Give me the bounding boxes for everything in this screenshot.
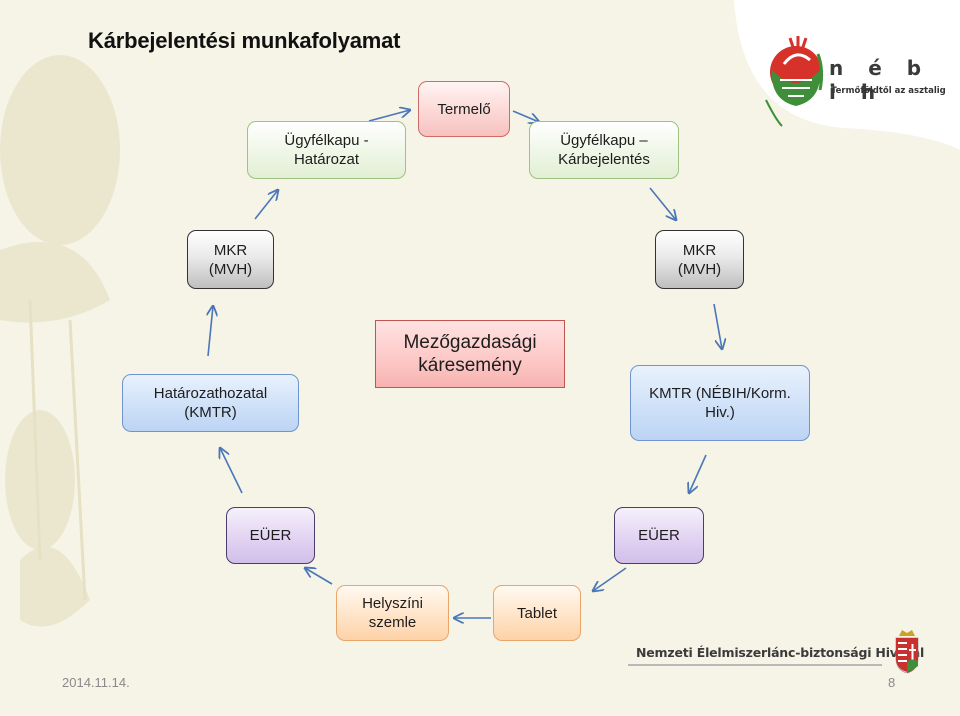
- node-label: Helyszíni: [362, 595, 423, 612]
- node-label: MKR: [682, 241, 717, 259]
- footer-divider: [628, 664, 882, 666]
- node-label: (MVH): [677, 260, 722, 278]
- logo-tagline: Termőföldtől az asztalig: [831, 86, 946, 96]
- node-label: Hiv.): [705, 404, 735, 421]
- node-ugyfelkapu-karbejelentes: Ügyfélkapu – Kárbejelentés: [529, 121, 679, 179]
- node-label: (MVH): [208, 260, 253, 278]
- node-label: Határozathozatal: [153, 385, 268, 402]
- node-euer-left: EÜER: [226, 507, 315, 564]
- logo-wordmark: n é b i h: [829, 56, 931, 104]
- arrow-mkr-to-kmtr: [713, 303, 722, 349]
- node-label: káresemény: [418, 355, 522, 376]
- node-mkr-right: MKR (MVH): [655, 230, 744, 289]
- node-label: EÜER: [638, 527, 680, 544]
- arrow-ugyfelkapu-to-mkr: [649, 187, 676, 220]
- footer-date: 2014.11.14.: [62, 675, 130, 690]
- node-helyszini-szemle: Helyszíni szemle: [336, 585, 449, 641]
- arrow-kmtr-to-euer: [689, 454, 707, 493]
- arrow-termelo-to-ugyfelkapu: [512, 110, 539, 122]
- node-label: Tablet: [516, 604, 558, 622]
- arrow-euer-to-tablet: [593, 567, 627, 591]
- arrow-mkr-to-ugyfelkapu-hatarozat: [254, 190, 278, 220]
- node-termelo: Termelő: [418, 81, 510, 137]
- arrow-ugyfelkapu-to-termelo: [368, 110, 410, 122]
- node-euer-right: EÜER: [614, 507, 704, 564]
- node-label: KMTR (NÉBIH/Korm.: [649, 385, 791, 402]
- node-label: Mezőgazdasági: [403, 332, 537, 353]
- footer-agency-name: Nemzeti Élelmiszerlánc-biztonsági Hivata…: [636, 645, 925, 660]
- node-label: MKR: [213, 241, 248, 259]
- arrow-helyszini-to-euer: [305, 568, 333, 585]
- node-label: Határozat: [293, 151, 360, 168]
- nebih-logo: [734, 0, 960, 150]
- node-kmtr: KMTR (NÉBIH/Korm. Hiv.): [630, 365, 810, 441]
- node-label: Ügyfélkapu –: [560, 132, 648, 149]
- node-label: szemle: [368, 614, 417, 631]
- node-hatarozathozatal: Határozathozatal (KMTR): [122, 374, 299, 432]
- coat-of-arms-icon: [895, 630, 919, 674]
- page-title: Kárbejelentési munkafolyamat: [88, 28, 401, 53]
- node-karesemeny: Mezőgazdasági káresemény: [375, 320, 565, 388]
- node-tablet: Tablet: [493, 585, 581, 641]
- arrow-hatarozathozatal-to-mkr: [208, 306, 213, 357]
- node-label: EÜER: [249, 527, 292, 544]
- page-number: 8: [888, 675, 896, 690]
- arrow-euer-to-hatarozathozatal: [220, 448, 243, 494]
- node-label: Kárbejelentés: [558, 151, 650, 168]
- node-mkr-left: MKR (MVH): [187, 230, 274, 289]
- node-label: Termelő: [437, 100, 491, 118]
- node-label: Ügyfélkapu -: [284, 132, 369, 149]
- node-ugyfelkapu-hatarozat: Ügyfélkapu - Határozat: [247, 121, 406, 179]
- node-label: (KMTR): [184, 404, 237, 421]
